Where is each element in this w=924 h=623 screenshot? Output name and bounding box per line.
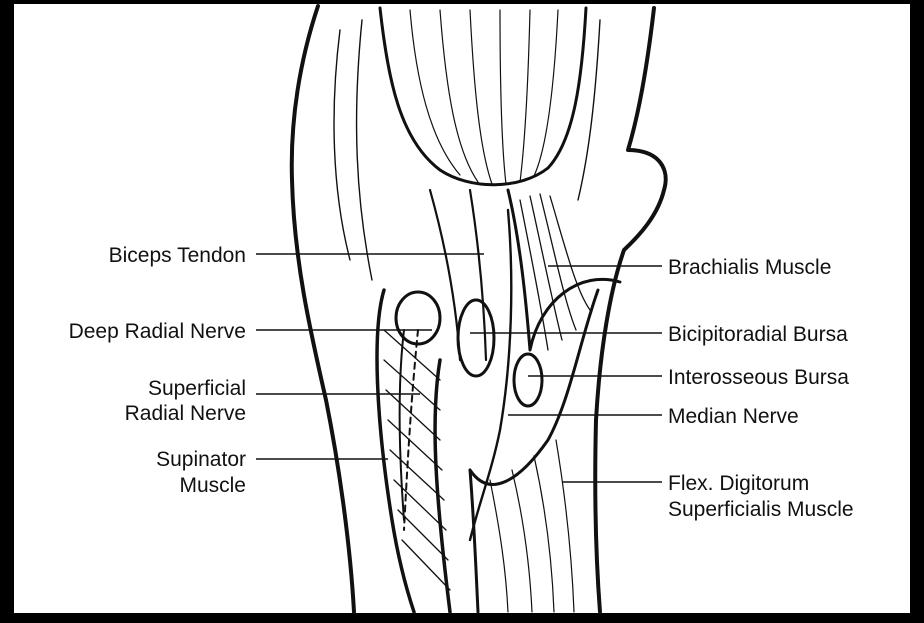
label-bicipitoradial-bursa: Bicipitoradial Bursa [668, 323, 848, 346]
label-supinator-muscle-line2: Muscle [179, 474, 246, 497]
label-deep-radial-nerve: Deep Radial Nerve [69, 320, 246, 343]
label-flex-digitorum-line1: Flex. Digitorum [668, 472, 809, 495]
label-median-nerve: Median Nerve [668, 405, 799, 428]
label-superficial-radial-nerve-line2: Radial Nerve [125, 402, 246, 425]
label-biceps-tendon: Biceps Tendon [109, 244, 246, 267]
diagram-paper [14, 4, 910, 613]
label-supinator-muscle-line1: Supinator [156, 448, 246, 471]
label-flex-digitorum-line2: Superficialis Muscle [668, 498, 854, 521]
label-brachialis-muscle: Brachialis Muscle [668, 256, 831, 279]
label-superficial-radial-nerve-line1: Superficial [148, 377, 246, 400]
label-interosseous-bursa: Interosseous Bursa [668, 366, 849, 389]
